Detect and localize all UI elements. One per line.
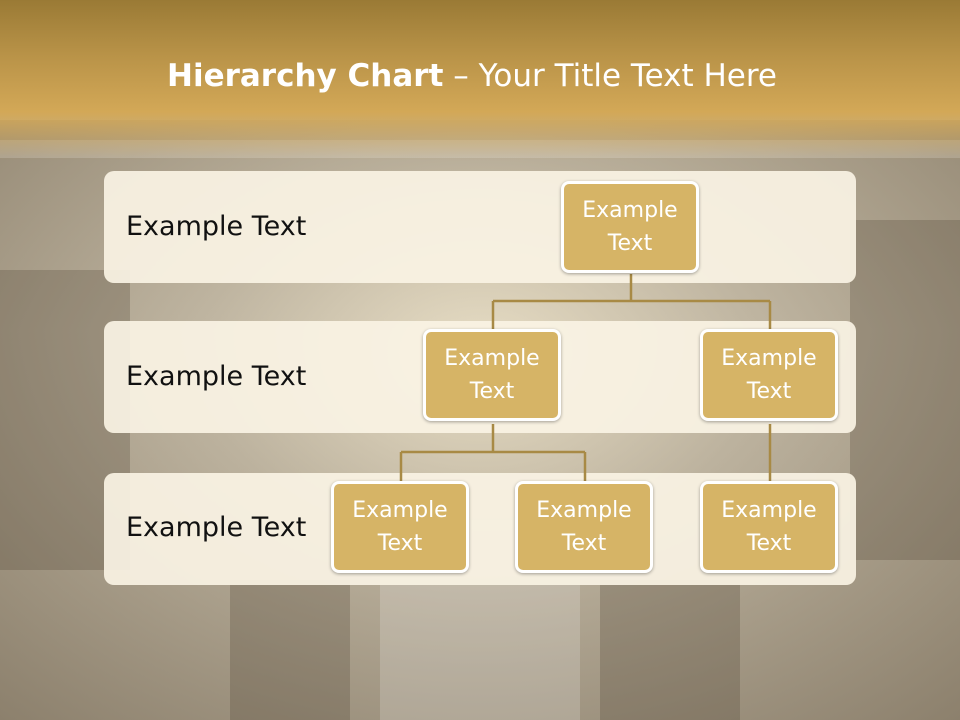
header-bar xyxy=(0,0,960,160)
level-label-1: Example Text xyxy=(126,211,307,242)
level-band-1 xyxy=(104,171,856,283)
level-label-2: Example Text xyxy=(126,361,307,392)
node-root[interactable]: Example Text xyxy=(561,181,699,273)
title-bold: Hierarchy Chart xyxy=(167,58,444,94)
node-mid-left[interactable]: Example Text xyxy=(423,329,561,421)
node-mid-right[interactable]: Example Text xyxy=(700,329,838,421)
node-leaf-2[interactable]: Example Text xyxy=(515,481,653,573)
title-dash: – xyxy=(443,58,479,94)
node-leaf-3[interactable]: Example Text xyxy=(700,481,838,573)
node-leaf-1[interactable]: Example Text xyxy=(331,481,469,573)
title-rest: Your Title Text Here xyxy=(478,58,777,94)
level-label-3: Example Text xyxy=(126,512,307,543)
slide-title: Hierarchy Chart – Your Title Text Here xyxy=(0,54,944,98)
